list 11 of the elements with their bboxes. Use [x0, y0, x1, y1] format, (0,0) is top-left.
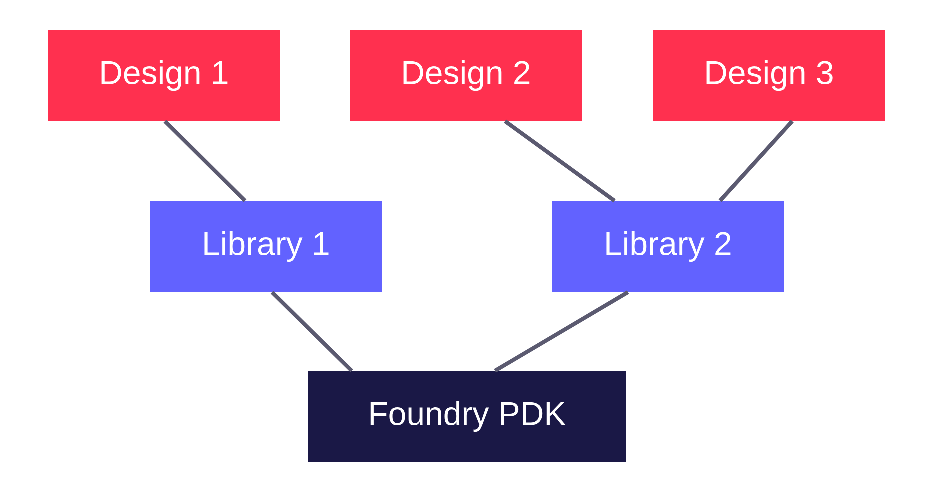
block-box: Library 1: [150, 201, 382, 292]
connector-line: [718, 120, 794, 202]
block-box: Foundry PDK: [308, 371, 626, 462]
connector-line: [164, 120, 247, 202]
connector-line: [504, 120, 616, 203]
block-box: Design 1: [48, 30, 280, 122]
block-box: Design 3: [653, 30, 886, 122]
block-box: Design 2: [350, 30, 582, 122]
connector-line: [270, 290, 354, 372]
block-box: Library 2: [552, 201, 784, 292]
connector-line: [494, 290, 630, 373]
